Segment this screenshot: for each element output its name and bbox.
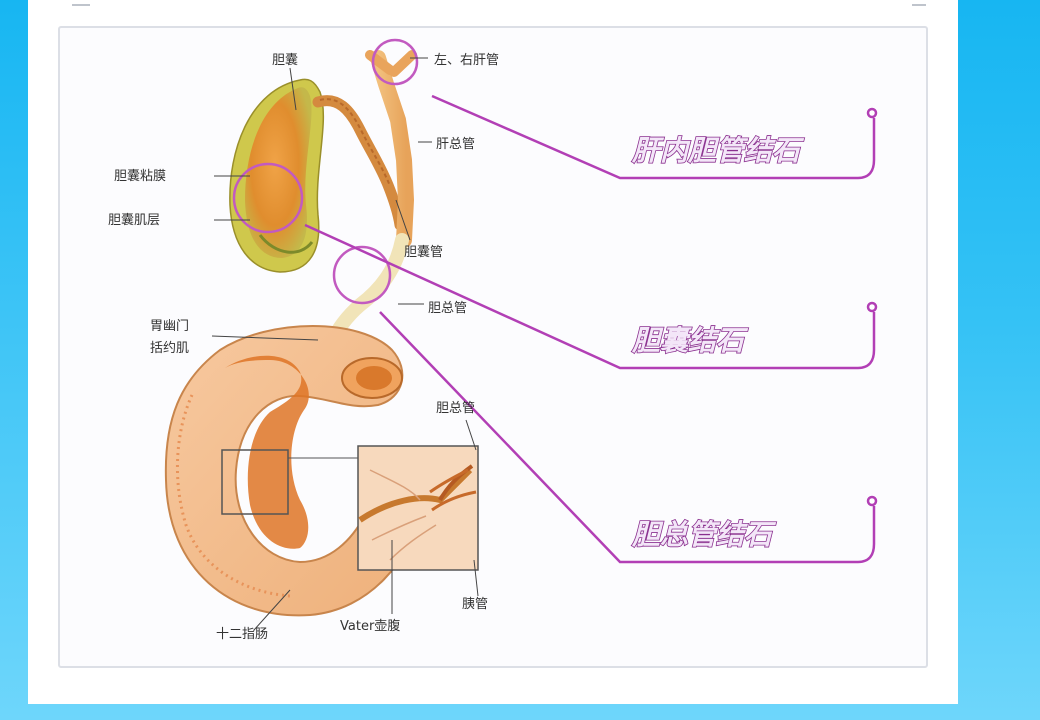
cystic-duct-shape bbox=[312, 95, 406, 231]
label-ampulla-vater: Vater壶腹 bbox=[340, 618, 400, 634]
label-duodenum: 十二指肠 bbox=[216, 627, 268, 642]
label-common-bile-duct-inset: 胆总管 bbox=[436, 401, 475, 416]
callout-circles bbox=[232, 38, 419, 305]
label-gallbladder-muscle: 胆囊肌层 bbox=[108, 212, 160, 228]
label-gallbladder: 胆囊 bbox=[272, 52, 298, 68]
label-pancreatic-duct: 胰管 bbox=[462, 597, 488, 612]
label-pylorus-line2: 括约肌 bbox=[150, 341, 189, 356]
label-leaders bbox=[211, 57, 479, 631]
label-gallbladder-mucosa: 胆囊粘膜 bbox=[114, 168, 166, 184]
callout-intrahepatic-stones: 肝内胆管结石 bbox=[631, 134, 805, 167]
top-rule-right bbox=[912, 4, 926, 6]
gallbladder-shape bbox=[229, 78, 325, 273]
label-common-hepatic-duct: 肝总管 bbox=[436, 137, 475, 152]
label-cystic-duct: 胆囊管 bbox=[404, 244, 443, 260]
slide-left-edge bbox=[0, 0, 28, 720]
callout-lines bbox=[304, 94, 878, 564]
callout-gallbladder-stones: 胆囊结石 bbox=[631, 324, 749, 357]
label-pylorus-line1: 胃幽门 bbox=[150, 319, 189, 334]
label-common-bile-duct: 胆总管 bbox=[428, 301, 467, 316]
top-rule-left bbox=[72, 4, 90, 6]
duodenum-shape bbox=[164, 325, 422, 617]
label-left-right-hepatic-duct: 左、右肝管 bbox=[434, 53, 499, 68]
callout-common-bile-duct-stones: 胆总管结石 bbox=[631, 518, 777, 551]
ampulla-inset bbox=[221, 445, 479, 571]
